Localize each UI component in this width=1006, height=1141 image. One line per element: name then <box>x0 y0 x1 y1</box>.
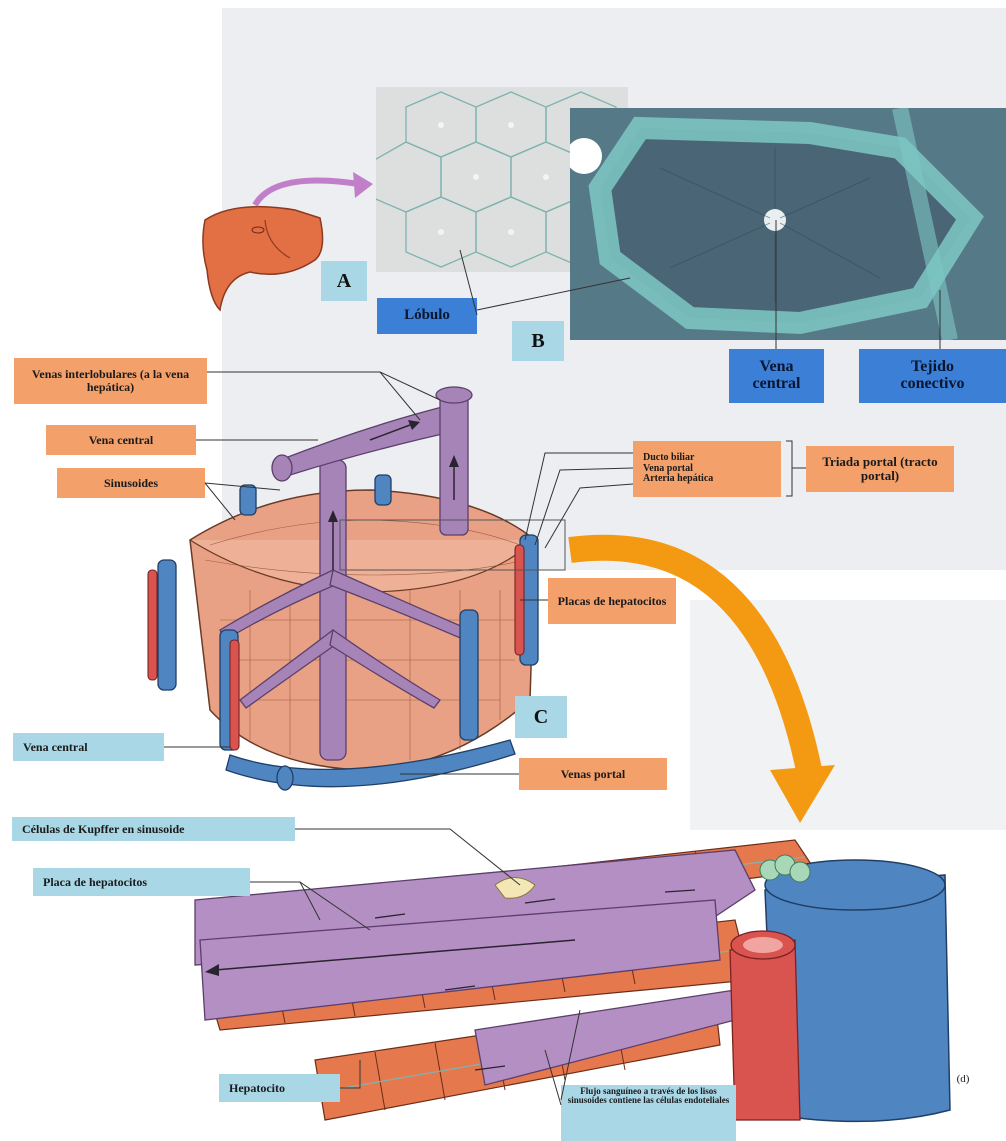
leader-lines-d <box>0 0 1006 1141</box>
